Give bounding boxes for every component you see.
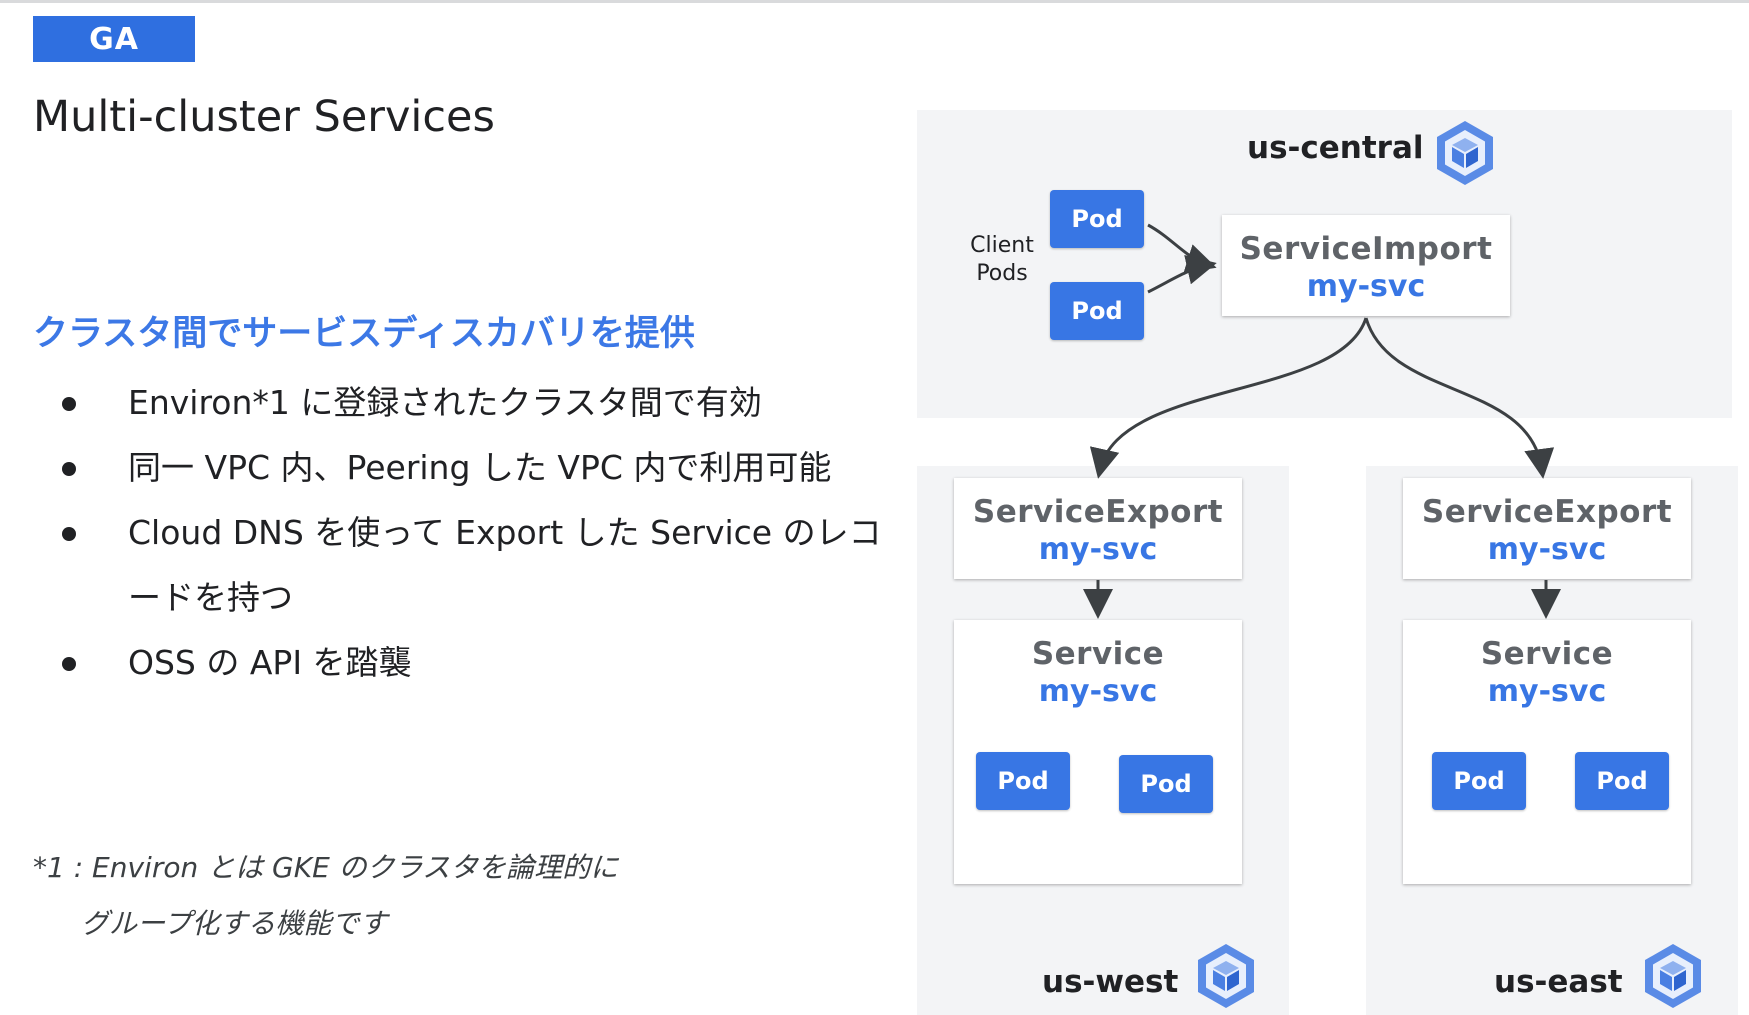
footnote-line-1: *1 : Environ とは GKE のクラスタを論理的に (33, 851, 619, 884)
service-kind: Service (1031, 636, 1165, 672)
kubernetes-cluster-icon (1645, 944, 1701, 1008)
service-pod-east: Pod (1432, 752, 1526, 810)
service-import-name: my-svc (1306, 269, 1426, 304)
region-label-us-west: us-west (1042, 964, 1179, 1000)
service-export-kind: ServiceExport (1421, 494, 1673, 530)
service-name: my-svc (1038, 674, 1158, 709)
client-pod: Pod (1050, 282, 1144, 340)
service-export-name: my-svc (1038, 532, 1158, 567)
bullet-item: OSS の API を踏襲 (60, 630, 890, 695)
page-title: Multi-cluster Services (33, 92, 495, 142)
client-pods-label: Client Pods (960, 232, 1044, 288)
region-label-us-central: us-central (1247, 130, 1424, 166)
service-export-card-east: ServiceExport my-svc (1403, 478, 1691, 579)
service-name: my-svc (1487, 674, 1607, 709)
client-pods-label-line: Client (970, 233, 1034, 258)
bullet-item: 同一 VPC 内、Peering した VPC 内で利用可能 (60, 435, 890, 500)
service-import-card: ServiceImport my-svc (1222, 215, 1510, 316)
service-export-name: my-svc (1487, 532, 1607, 567)
ga-badge: GA (33, 16, 195, 62)
client-pods-label-line: Pods (976, 261, 1028, 286)
kubernetes-cluster-icon (1198, 944, 1254, 1008)
region-label-us-east: us-east (1494, 964, 1623, 1000)
footnote: *1 : Environ とは GKE のクラスタを論理的に グループ化する機能… (33, 840, 618, 952)
subtitle: クラスタ間でサービスディスカバリを提供 (33, 314, 695, 354)
service-export-card-west: ServiceExport my-svc (954, 478, 1242, 579)
service-pod-west: Pod (976, 752, 1070, 810)
service-pod-east: Pod (1575, 752, 1669, 810)
bullet-list: Environ*1 に登録されたクラスタ間で有効 同一 VPC 内、Peerin… (60, 370, 890, 695)
service-export-kind: ServiceExport (972, 494, 1224, 530)
service-import-kind: ServiceImport (1239, 231, 1493, 267)
service-pod-west: Pod (1119, 755, 1213, 813)
bullet-item: Cloud DNS を使って Export した Service のレコードを持… (60, 500, 890, 630)
client-pod: Pod (1050, 190, 1144, 248)
bullet-item: Environ*1 に登録されたクラスタ間で有効 (60, 370, 890, 435)
footnote-line-2: グループ化する機能です (81, 907, 388, 940)
kubernetes-cluster-icon (1437, 121, 1493, 185)
service-kind: Service (1480, 636, 1614, 672)
top-border (0, 0, 1749, 3)
